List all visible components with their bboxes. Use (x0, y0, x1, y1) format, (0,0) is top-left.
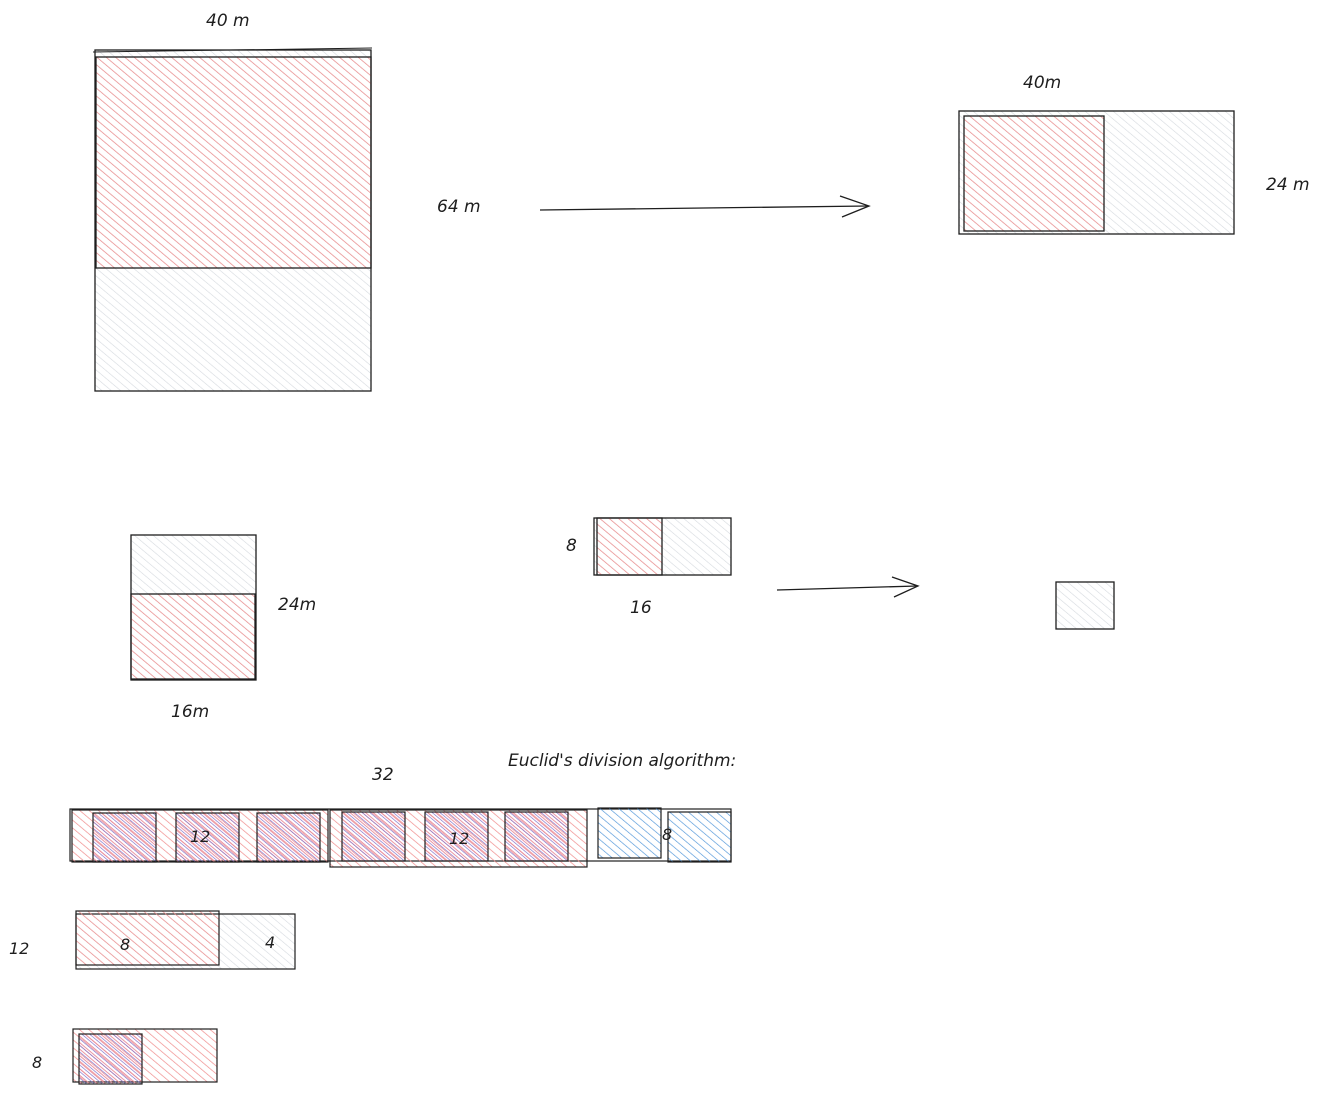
row12-red-block (75, 910, 220, 966)
strip-block3-label: 8 (662, 825, 672, 844)
row8-purple-square (78, 1033, 143, 1085)
strip-purple-sq-2 (175, 812, 240, 863)
division-strip (69, 807, 732, 868)
big-rectangle-group (92, 47, 373, 392)
strip-blue-sq-1 (597, 807, 662, 859)
strip-total-label: 32 (372, 765, 394, 785)
row12-side-label: 12 (9, 939, 29, 958)
strip-purple-sq-3 (256, 812, 321, 863)
strip-purple-sq-1 (92, 812, 157, 863)
small-height-label: 8 (566, 536, 577, 556)
strip-purple-sq-6 (504, 811, 569, 862)
small-rectangle-group (593, 517, 732, 576)
top-width-label: 40 m (206, 11, 250, 31)
big-rect-sketch-line (92, 47, 373, 53)
arrow-right-2 (776, 576, 920, 598)
small-width-label: 16 (630, 598, 652, 618)
final-square (1055, 581, 1115, 630)
euclid-title: Euclid's division algorithm: (508, 751, 736, 771)
row-12-group (75, 910, 296, 970)
right-height-label: 24 m (1266, 175, 1310, 195)
small-rect-red-square (596, 517, 663, 576)
strip-block1-label: 12 (190, 827, 210, 846)
strip-purple-sq-5 (424, 811, 489, 862)
row12-part2-label: 4 (265, 933, 275, 952)
mid-height-label: 24m (278, 595, 316, 615)
row8-side-label: 8 (32, 1053, 42, 1072)
big-rect-red-square (95, 56, 372, 269)
row12-part1-label: 8 (120, 935, 130, 954)
arrow-right-1 (539, 195, 871, 218)
right-rectangle-group (958, 110, 1235, 235)
row-8-group (72, 1028, 218, 1085)
mid-rect-red-square (130, 593, 256, 680)
right-rect-red-square (963, 115, 1105, 232)
strip-purple-sq-4 (341, 811, 406, 862)
mid-width-label: 16m (171, 702, 209, 722)
right-width-label: 40m (1023, 73, 1061, 93)
top-height-label: 64 m (437, 197, 481, 217)
strip-blue-sq-2 (667, 811, 732, 863)
mid-rectangle-group (130, 534, 257, 681)
strip-block2-label: 12 (449, 829, 469, 848)
